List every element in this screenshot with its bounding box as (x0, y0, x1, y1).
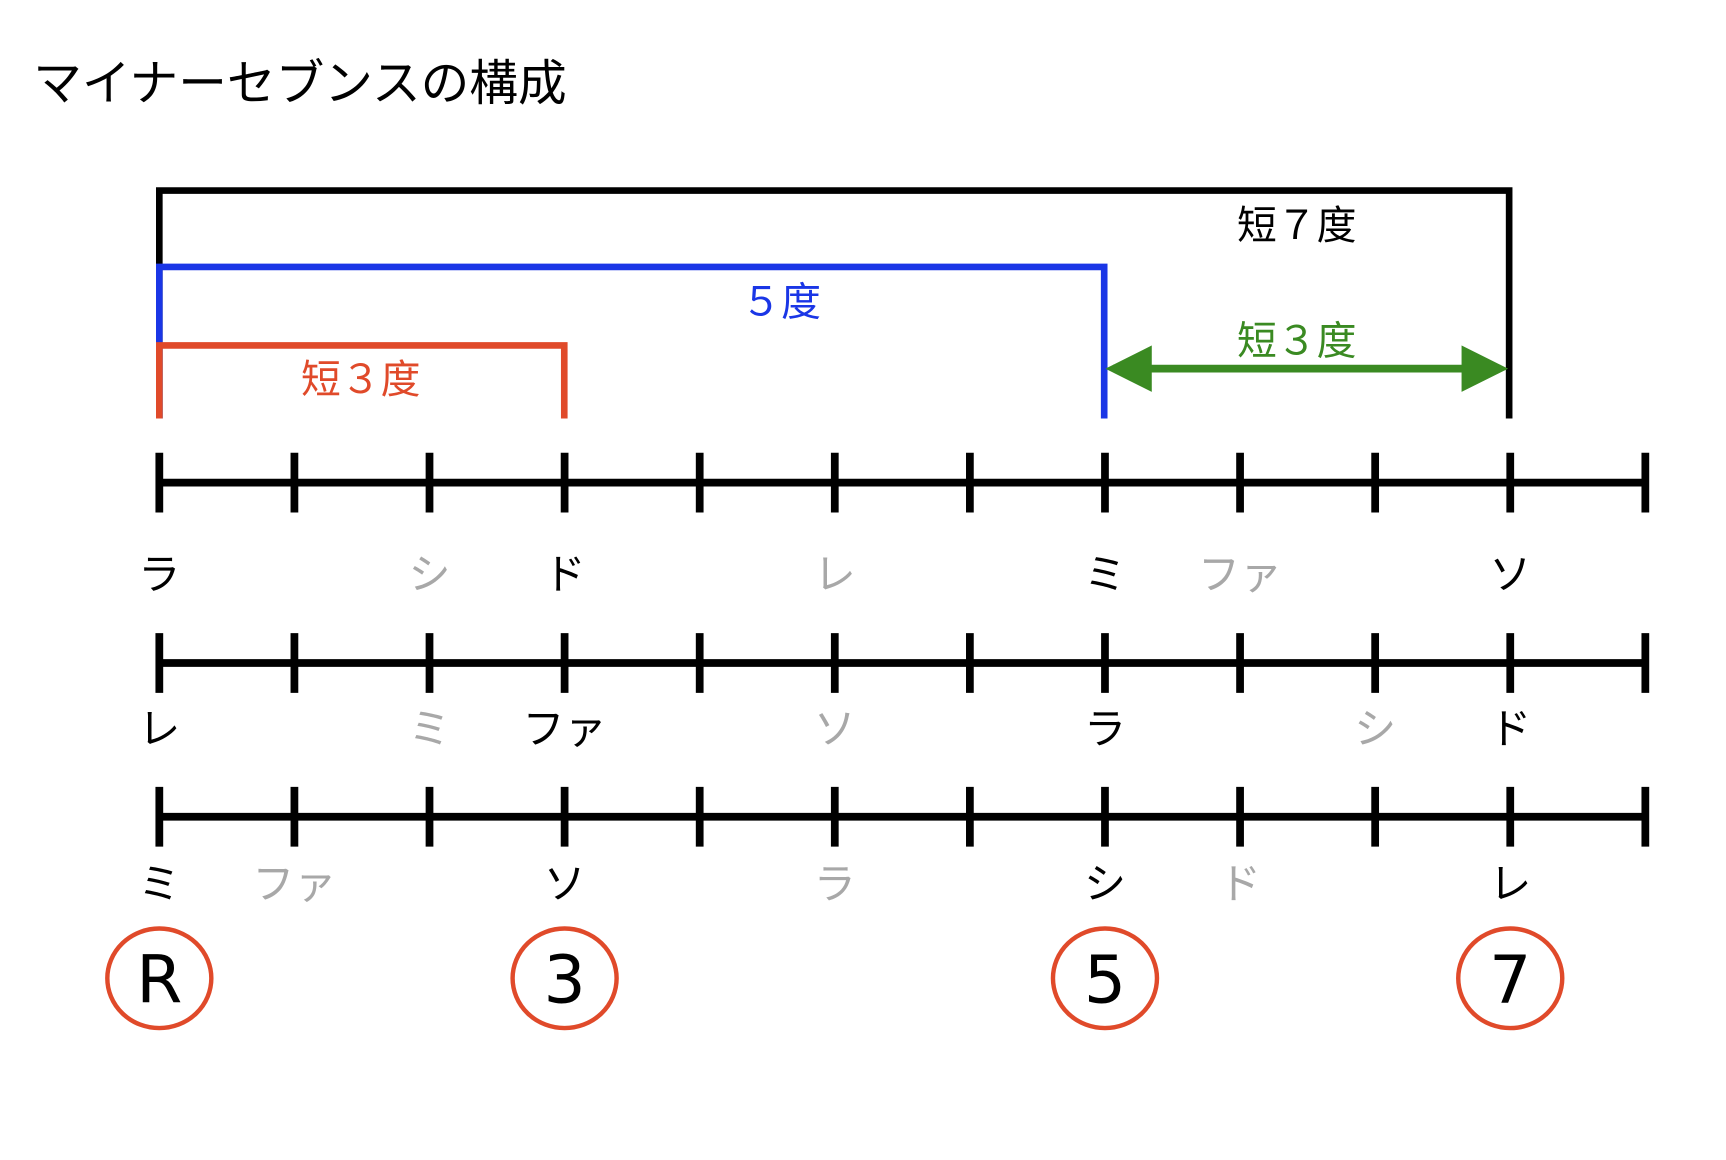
minor7-label: 短７度 (1237, 203, 1356, 249)
minor3-label: 短３度 (301, 357, 420, 403)
note-label: ファ (252, 860, 336, 909)
minor3-upper-label: 短３度 (1237, 318, 1356, 364)
degree-circle (1050, 926, 1160, 1031)
degree-label: 3 (543, 941, 585, 1019)
note-label: ド (1489, 705, 1531, 754)
note-label: シ (1354, 705, 1396, 754)
note-label: レ (814, 550, 856, 599)
fifth-label: ５度 (741, 280, 821, 326)
degree-label: 5 (1084, 941, 1126, 1019)
note-label: ソ (814, 705, 856, 754)
note-label: ド (1219, 860, 1261, 909)
note-label: シ (408, 550, 450, 599)
degree-label: R (136, 941, 182, 1019)
degree-circle (105, 926, 214, 1031)
degree-badge: 5 (1050, 926, 1160, 1031)
note-label: ミ (408, 705, 450, 754)
note-label: ラ (1084, 705, 1126, 754)
degree-badge: 3 (510, 926, 619, 1031)
degree-label: 7 (1489, 941, 1531, 1019)
degree-circle (510, 926, 619, 1031)
note-label: ファ (523, 705, 607, 754)
page-title: マイナーセブンスの構成 (33, 56, 566, 112)
note-label: ソ (544, 860, 586, 909)
string-row: ラ シ ド レ ミ ファ ソ (138, 452, 1650, 599)
note-label: レ (138, 705, 180, 754)
note-label: ラ (138, 550, 180, 599)
string-row: ミ ファ ソ ラ シ ド レ (138, 786, 1650, 909)
note-label: ド (544, 550, 586, 599)
minor3-bracket (156, 342, 568, 419)
note-label: ミ (138, 860, 180, 909)
degree-badge: R (105, 926, 214, 1031)
string-row: レ ミ ファ ソ ラ シ ド (138, 633, 1650, 754)
note-label: ソ (1489, 550, 1531, 599)
note-label: ミ (1084, 550, 1126, 599)
note-label: シ (1084, 860, 1126, 909)
degree-badge: 7 (1456, 926, 1565, 1031)
note-label: ラ (814, 860, 856, 909)
degree-circle (1456, 926, 1565, 1031)
note-label: レ (1489, 860, 1531, 909)
note-label: ファ (1198, 550, 1282, 599)
